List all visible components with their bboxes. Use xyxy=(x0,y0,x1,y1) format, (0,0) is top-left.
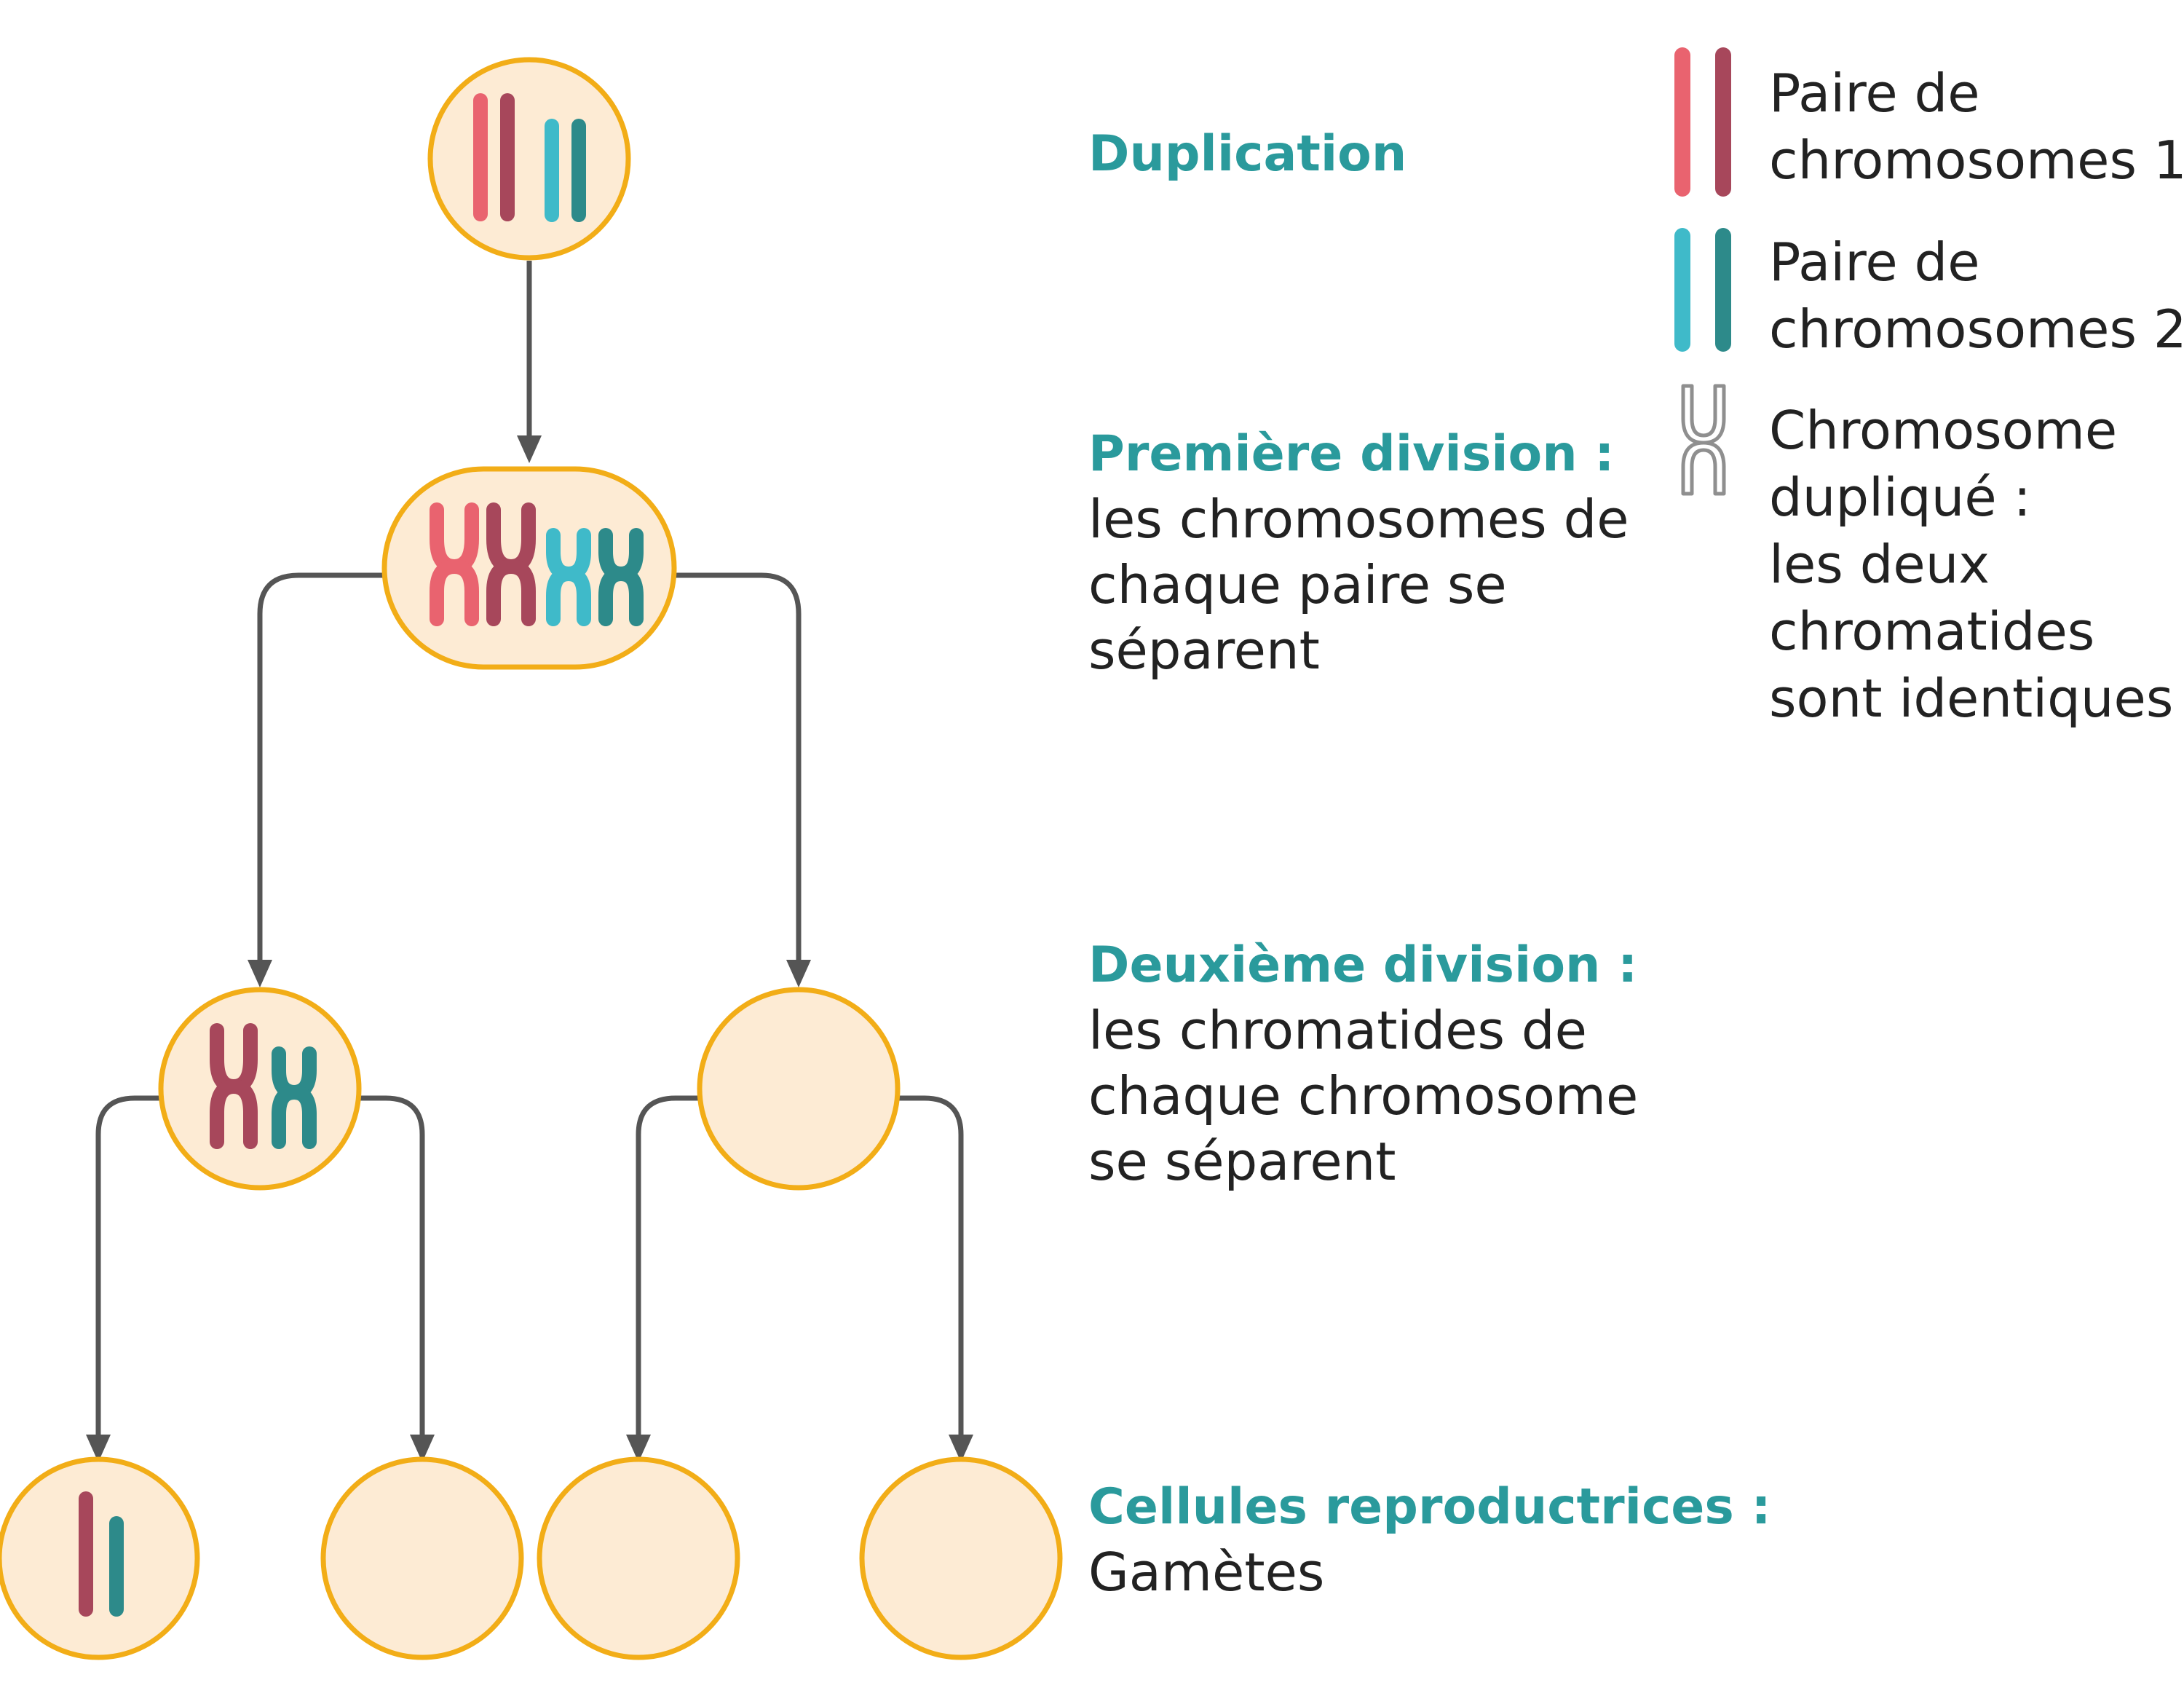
arrow-second-division-rr xyxy=(899,1095,973,1462)
stage-text-first-division-line-3: séparent xyxy=(1088,620,1320,681)
duplicated-chromosome-pair1-b xyxy=(486,502,536,626)
duplicated-chromosome-pair2-b xyxy=(272,1046,317,1149)
cell-parent xyxy=(427,57,631,261)
stage-text-first-division-line-1: les chromosomes de xyxy=(1088,489,1629,550)
arrow-parent-to-duplicated xyxy=(517,261,542,463)
arrow-first-division-right xyxy=(674,572,811,987)
stage-text-second-division-line-2: chaque chromosome xyxy=(1088,1065,1639,1127)
stage-title-gametes: Cellules reproductrices : xyxy=(1088,1478,1771,1536)
legend-duplicated-line-3: les deux xyxy=(1769,534,1990,595)
cell-duplicated xyxy=(381,466,677,670)
pair-2-chromosomes-icon xyxy=(1674,228,1731,352)
chromosome-pair1-a xyxy=(473,93,488,221)
cell-second-division-right xyxy=(697,987,901,1191)
duplicated-chromosome-pair1-b xyxy=(210,1023,258,1149)
duplicated-chromosome-icon xyxy=(1681,384,1726,496)
legend-duplicated-line-4: chromatides xyxy=(1769,601,2095,662)
duplicated-chromosome-pair2-a xyxy=(546,528,591,626)
stage-text-second-division-line-3: se séparent xyxy=(1088,1131,1396,1192)
chromosome-pair2-a xyxy=(545,119,559,222)
legend-pair-2-line-1: Paire de xyxy=(1769,232,1980,293)
stage-title-first-division: Première division : xyxy=(1088,425,1615,483)
legend-pair-1-line-2: chromosomes 1 xyxy=(1769,130,2184,191)
stage-text-second-division-line-1: les chromatides de xyxy=(1088,1000,1587,1061)
stage-title-second-division: Deuxième division : xyxy=(1088,936,1638,994)
legend-duplicated-line-2: dupliqué : xyxy=(1769,467,2031,528)
stage-text-first-division-line-2: chaque paire se xyxy=(1088,554,1507,615)
pair-1-chromosomes-icon xyxy=(1674,47,1731,197)
stage-text-gametes-line-1: Gamètes xyxy=(1088,1542,1325,1603)
arrow-second-division-lr xyxy=(360,1095,435,1462)
gamete-3 xyxy=(537,1456,740,1660)
gamete-2 xyxy=(320,1456,524,1660)
legend-duplicated-line-5: sont identiques xyxy=(1769,668,2174,729)
arrow-second-division-rl xyxy=(626,1095,699,1462)
chromosome-pair2-b xyxy=(571,119,586,222)
legend-duplicated-line-1: Chromosome xyxy=(1769,400,2118,461)
arrow-second-division-ll xyxy=(86,1095,160,1462)
chromatid-pair2 xyxy=(109,1516,124,1617)
duplicated-chromosome-pair1-a xyxy=(430,502,479,626)
legend-pair-2-line-2: chromosomes 2 xyxy=(1769,299,2184,360)
arrows xyxy=(86,261,973,1462)
cell-second-division-left xyxy=(158,987,362,1191)
stage-title-duplication: Duplication xyxy=(1088,125,1407,183)
gamete-4 xyxy=(859,1456,1063,1660)
chromatid-pair1 xyxy=(79,1491,93,1617)
legend-pair-1-line-1: Paire de xyxy=(1769,63,1980,124)
chromosome-pair1-b xyxy=(500,93,515,221)
arrow-first-division-left xyxy=(248,572,384,987)
gamete-1 xyxy=(0,1456,200,1660)
duplicated-chromosome-pair2-b xyxy=(598,528,644,626)
